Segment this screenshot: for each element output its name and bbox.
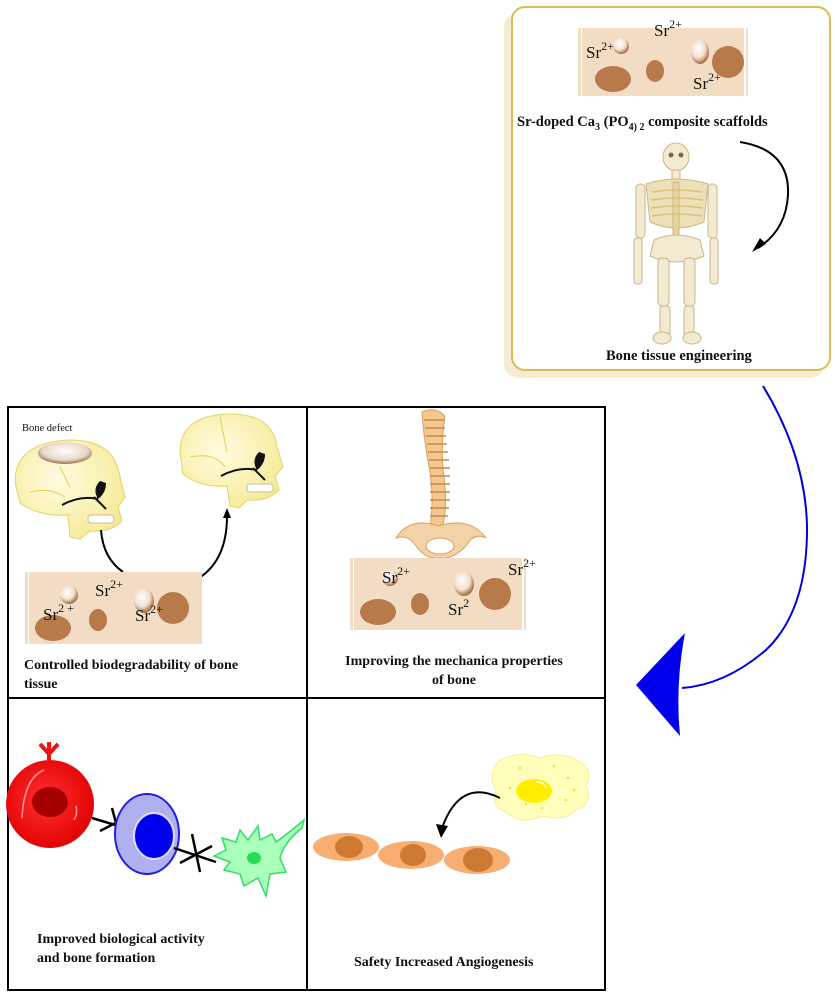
particle [595,66,631,92]
skull-with-defect-icon [14,439,126,540]
panel-caption-biological: Improved biological activity and bone fo… [37,930,205,968]
endothelial-cell-icon [313,833,379,861]
pearl-particle [691,40,709,64]
pearl-particle [454,572,474,596]
spine-pelvis-illustration [394,409,487,559]
particle [157,592,189,624]
panel-caption-angiogenesis: Safety Increased Angiogenesis [354,955,534,970]
scaffold-panel1-illustration: Sr2+ Sr2 + Sr2+ [25,572,205,644]
caption-line: Controlled biodegradability of bone [24,658,239,673]
pearl-particle [613,38,629,54]
caption-line: Improving the mechanica properties [345,654,563,669]
caption-line: tissue [24,677,58,692]
skeleton-illustration [633,142,719,345]
angiogenesis-illustration [313,754,590,874]
ion-label: Sr2+ [586,39,614,62]
caption-line: of bone [432,673,476,688]
endothelial-cell-icon [378,841,444,869]
caption-line: and bone formation [37,951,156,966]
caption-line: Improved biological activity [37,932,205,947]
pearl-particle [382,570,398,586]
panel-caption-mechanical: Improving the mechanica properties of bo… [306,652,602,690]
healed-skull-icon [179,413,284,509]
particle [712,46,744,78]
blue-curved-arrow-icon [636,385,809,736]
particle [360,599,396,625]
blue-cell-icon [114,793,180,875]
ion-label: Sr2+ [508,556,536,579]
interaction-x-icon [173,833,217,873]
particle [646,60,664,82]
bone-defect-label: Bone defect [22,423,73,434]
green-cell-icon [212,817,306,899]
pearl-particle [134,589,154,613]
scaffold-panel2-illustration: Sr2+ Sr2 Sr2+ [350,556,536,630]
yellow-cell-icon [491,754,590,821]
scaffold-top-illustration: Sr2+ Sr2+ Sr2+ [578,17,748,96]
cells-interaction-illustration [6,742,306,899]
ion-label: Sr2 [448,596,469,619]
ion-label: Sr2+ [693,70,721,93]
curved-arrow-icon [739,141,790,252]
particle [89,609,107,631]
particle [479,578,511,610]
pearl-particle [60,586,78,604]
grid-divider-horizontal [9,697,604,699]
skeleton-caption: Bone tissue engineering [606,348,752,364]
ion-label: Sr2+ [135,602,163,625]
ion-label: Sr2+ [95,577,123,600]
ion-label: Sr2+ [654,17,682,40]
panel-caption-biodegradability: Controlled biodegradability of bone tiss… [24,656,304,694]
red-cell-icon [6,742,94,848]
particle [35,615,71,641]
effects-grid [7,406,606,991]
endothelial-cell-icon [444,846,510,874]
ion-label: Sr2+ [382,564,410,587]
scaffold-caption: Sr-doped Ca3 (PO4) 2 composite scaffolds [517,114,768,133]
ion-label: Sr2 + [43,601,74,624]
curved-arrow-icon [436,791,501,838]
particle [411,593,429,615]
